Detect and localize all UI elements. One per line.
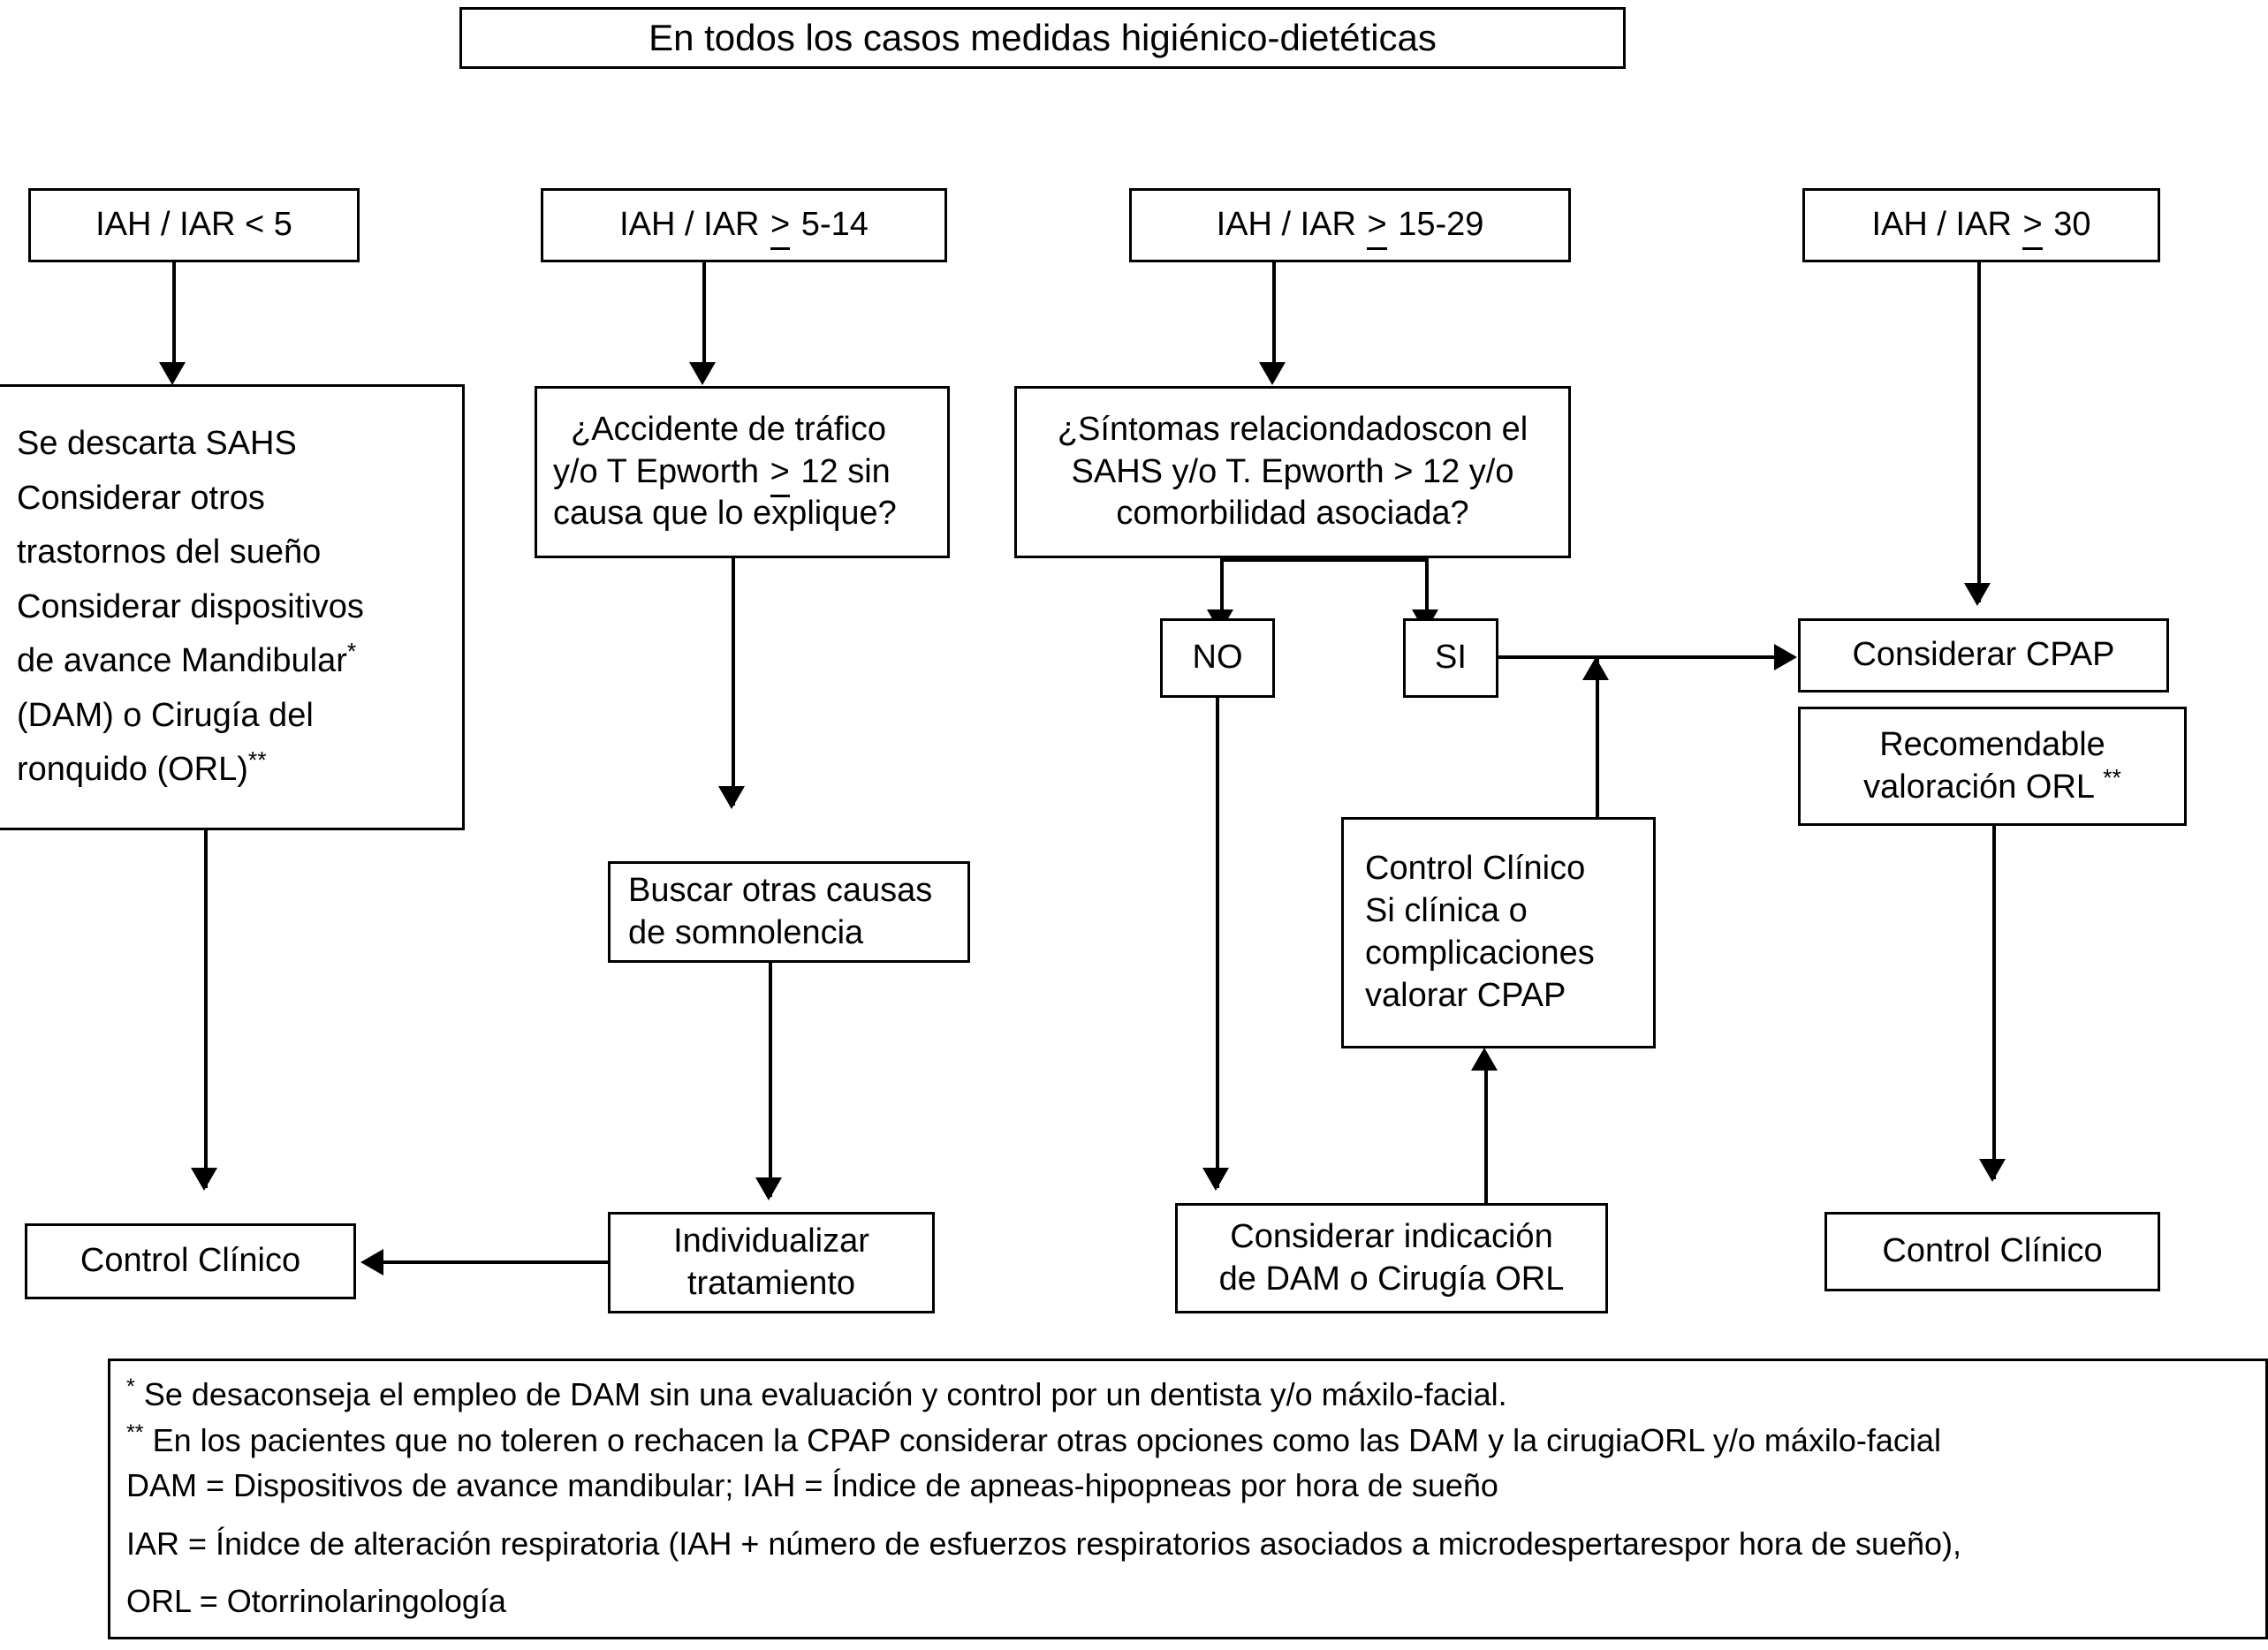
arrowhead-no-to-outcome — [1202, 1168, 1229, 1191]
title-box-label: En todos los casos medidas higiénico-die… — [649, 16, 1437, 58]
arrowhead-col2-question-to-action — [718, 786, 745, 809]
greater-equal-icon: > — [2021, 204, 2044, 251]
outcome-label-col3: Considerar indicación de DAM o Cirugía O… — [1218, 1217, 1565, 1298]
connector-col2-header-to-question — [702, 262, 706, 368]
footnote-line-3: DAM = Dispositivos de avance mandibular;… — [126, 1467, 1498, 1504]
outcome-label-col2: Individualizar tratamiento — [673, 1222, 869, 1302]
detail-box-col1: Se descarta SAHS Considerar otros trasto… — [0, 384, 465, 830]
treatment-label-col4: Considerar CPAP — [1852, 636, 2115, 674]
connector-col4-header-to-cpap — [1977, 262, 1981, 602]
connector-outcome-to-followup — [1484, 1064, 1488, 1206]
connector-col2-question-to-action — [732, 558, 735, 806]
outcome-label-col4: Control Clínico — [1882, 1232, 2103, 1270]
footnote-line-4: IAR = Ínidce de alteración respiratoria … — [126, 1525, 1962, 1562]
branch-box-no: NO — [1160, 618, 1275, 698]
header-label-col3: IAH / IAR > 15-29 — [1217, 204, 1483, 251]
question-box-col2: ¿Accidente de tráfico y/o T Epworth > 12… — [535, 386, 950, 558]
arrowhead-outcome-to-followup — [1471, 1048, 1498, 1071]
recommendation-label-col4: Recomendable valoración ORL ** — [1863, 725, 2121, 806]
connector-no-to-outcome — [1216, 698, 1219, 1188]
connector-col4-to-outcome — [1992, 826, 1996, 1179]
footnote-line-1: * Se desaconseja el empleo de DAM sin un… — [126, 1374, 1507, 1412]
footnote-line-5: ORL = Otorrinolaringología — [126, 1583, 506, 1620]
header-box-col2: IAH / IAR > 5-14 — [541, 188, 947, 262]
arrowhead-col1-header-to-detail — [159, 362, 186, 385]
connector-col3-branch-no — [1220, 558, 1224, 631]
title-box: En todos los casos medidas higiénico-die… — [459, 7, 1626, 69]
header-label-col4: IAH / IAR > 30 — [1872, 204, 2090, 251]
connector-followup-to-cpap-line — [1596, 659, 1599, 820]
followup-box-col3: Control Clínico Si clínica o complicacio… — [1341, 817, 1656, 1048]
action-label-col2: Buscar otras causas de somnolencia — [628, 871, 933, 951]
arrowhead-col2-to-col1-outcome — [360, 1249, 383, 1275]
connector-si-to-cpap — [1498, 655, 1778, 659]
header-box-col3: IAH / IAR > 15-29 — [1129, 188, 1571, 262]
detail-box-col1-label: Se descarta SAHS Considerar otros trasto… — [17, 425, 364, 789]
arrowhead-col4-to-outcome — [1979, 1159, 2006, 1182]
arrowhead-col4-header-to-cpap — [1964, 583, 1991, 606]
greater-equal-icon: > — [1365, 204, 1388, 251]
outcome-label-col1: Control Clínico — [80, 1242, 301, 1280]
connector-col1-header-to-detail — [172, 262, 176, 368]
outcome-box-col3: Considerar indicación de DAM o Cirugía O… — [1175, 1203, 1608, 1313]
connector-col3-branch-si — [1425, 558, 1429, 631]
footnote-line-2: ** En los pacientes que no toleren o rec… — [126, 1419, 1941, 1458]
header-box-col1: IAH / IAR < 5 — [28, 188, 360, 262]
question-label-col2: ¿Accidente de tráfico y/o T Epworth > 12… — [553, 410, 897, 533]
recommendation-box-col4: Recomendable valoración ORL ** — [1798, 707, 2187, 826]
outcome-box-col2: Individualizar tratamiento — [608, 1212, 935, 1313]
connector-col2-action-to-outcome — [769, 963, 772, 1197]
greater-equal-icon: > — [769, 204, 792, 251]
followup-label-col3: Control Clínico Si clínica o complicacio… — [1365, 850, 1595, 1014]
branch-label-no: NO — [1192, 639, 1243, 677]
connector-col2-to-col1-outcome — [383, 1260, 610, 1264]
arrowhead-col3-header-to-question — [1259, 362, 1286, 385]
branch-box-si: SI — [1403, 618, 1498, 698]
question-label-col3: ¿Síntomas relaciondadoscon el SAHS y/o T… — [1057, 410, 1528, 533]
arrowhead-col2-action-to-outcome — [755, 1177, 782, 1200]
header-label-col1: IAH / IAR < 5 — [95, 206, 292, 244]
arrowhead-col1-detail-to-outcome — [191, 1168, 217, 1191]
question-box-col3: ¿Síntomas relaciondadoscon el SAHS y/o T… — [1014, 386, 1571, 558]
branch-label-si: SI — [1435, 639, 1467, 677]
footnote-box: * Se desaconseja el empleo de DAM sin un… — [108, 1359, 2268, 1639]
arrowhead-followup-to-cpap-line — [1582, 657, 1609, 680]
arrowhead-si-to-cpap — [1774, 644, 1797, 670]
action-box-col2: Buscar otras causas de somnolencia — [608, 861, 970, 963]
greater-equal-icon: > — [769, 451, 792, 497]
header-label-col2: IAH / IAR > 5-14 — [619, 204, 869, 251]
connector-col3-header-to-question — [1272, 262, 1276, 368]
connector-col3-branch-bus — [1220, 558, 1429, 562]
outcome-box-col4: Control Clínico — [1824, 1212, 2160, 1291]
outcome-box-col1: Control Clínico — [25, 1223, 356, 1299]
arrowhead-col2-header-to-question — [689, 362, 716, 385]
header-box-col4: IAH / IAR > 30 — [1802, 188, 2160, 262]
connector-col1-detail-to-outcome — [204, 830, 208, 1188]
treatment-box-col4: Considerar CPAP — [1798, 618, 2169, 693]
